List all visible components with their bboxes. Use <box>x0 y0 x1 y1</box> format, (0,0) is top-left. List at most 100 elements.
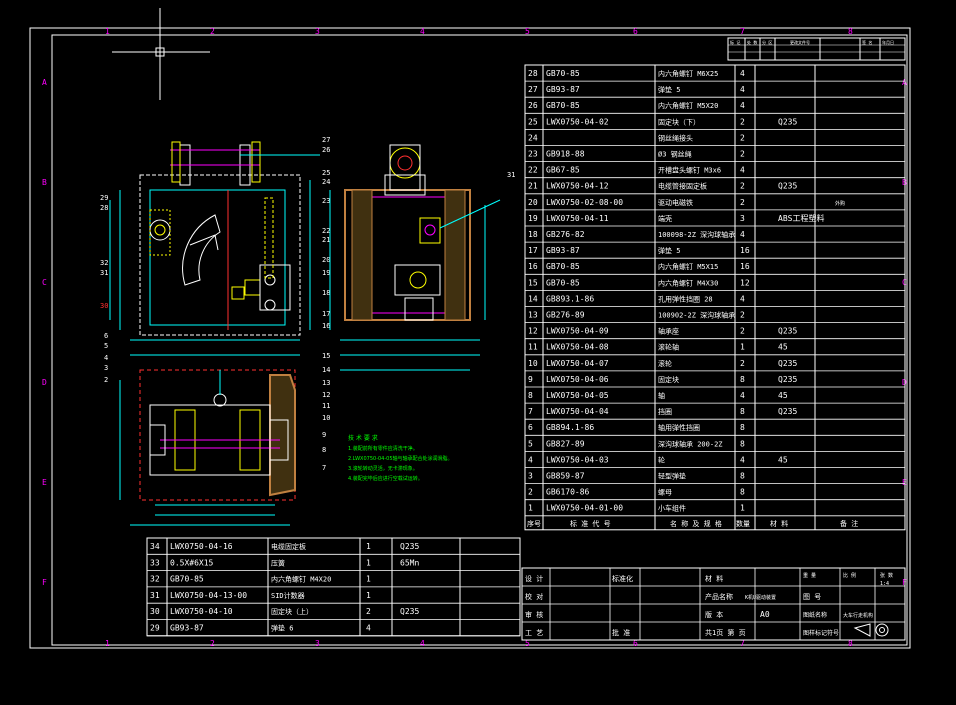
bom-no: 11 <box>528 343 538 352</box>
bom-name: 固定块（下） <box>658 117 700 126</box>
callout-label: 9 <box>322 431 326 439</box>
title-material: 材 料 <box>705 574 723 583</box>
callout-label: 30 <box>100 302 108 310</box>
bom-material: 45 <box>778 391 788 400</box>
bom-code: GB93-87 <box>546 246 580 255</box>
bom-code: GB276-89 <box>546 311 585 320</box>
row-letter: F <box>42 578 47 587</box>
bom-name: 内六角螺钉 M5X20 <box>658 101 718 110</box>
title-code-label: 图样标记符号 <box>803 629 839 637</box>
column-number: 8 <box>848 639 853 648</box>
bom-code: LWX0750-04-16 <box>170 542 233 551</box>
crosshair-cursor-icon <box>112 8 210 100</box>
bom-no: 3 <box>528 472 533 481</box>
callout-label: 2 <box>104 376 108 384</box>
title-weight: 重 量 <box>803 572 816 579</box>
row-letter: E <box>42 478 47 487</box>
bom-no: 27 <box>528 85 538 94</box>
side-view-callout: 31 <box>507 171 515 179</box>
bom-name: 轴 <box>658 391 665 400</box>
bom-code: LWX0750-04-04 <box>546 407 609 416</box>
bom-no: 17 <box>528 246 538 255</box>
column-number: 4 <box>420 27 425 36</box>
bom-qty: 2 <box>740 359 745 368</box>
front-view[interactable] <box>109 141 320 356</box>
callout-label: 24 <box>322 178 330 186</box>
bom-material: Q235 <box>778 117 797 126</box>
bom-qty: 4 <box>740 455 745 464</box>
callout-label: 23 <box>322 197 330 205</box>
projection-circle-icon <box>875 623 889 637</box>
callout-label: 8 <box>322 446 326 454</box>
callout-label: 16 <box>322 322 330 330</box>
column-number: 1 <box>105 639 110 648</box>
bom-qty: 2 <box>740 198 745 207</box>
svg-text:1.装配前所有零件应清洗干净。: 1.装配前所有零件应清洗干净。 <box>348 445 418 452</box>
title-scale-value: 1:4 <box>880 581 889 587</box>
bom-code: LWX0750-04-09 <box>546 327 609 336</box>
rev-label: 更改文件号 <box>790 39 810 45</box>
bom-name: 内六角螺钉 M4X30 <box>658 278 718 287</box>
bom-no: 10 <box>528 359 538 368</box>
bom-no: 19 <box>528 214 538 223</box>
bom-code: GB918-88 <box>546 150 585 159</box>
rev-frame <box>727 37 906 61</box>
bom-material: Q235 <box>778 375 797 384</box>
bom-qty: 4 <box>740 85 745 94</box>
bom-qty: 12 <box>740 278 750 287</box>
callout-label: 27 <box>322 136 330 144</box>
bom-code: GB70-85 <box>170 575 204 584</box>
callout-label: 28 <box>100 204 108 212</box>
bom-no: 13 <box>528 311 538 320</box>
bom-code: LWX0750-04-11 <box>546 214 609 223</box>
title-version-label: 版 本 <box>705 610 723 619</box>
top-view[interactable] <box>119 369 296 526</box>
bom-no: 32 <box>150 575 160 584</box>
bom-no: 20 <box>528 198 538 207</box>
side-view[interactable] <box>329 144 501 371</box>
bom-material: Q235 <box>400 542 419 551</box>
bom-qty: 2 <box>740 182 745 191</box>
column-number: 8 <box>848 27 853 36</box>
bom-no: 26 <box>528 101 538 110</box>
